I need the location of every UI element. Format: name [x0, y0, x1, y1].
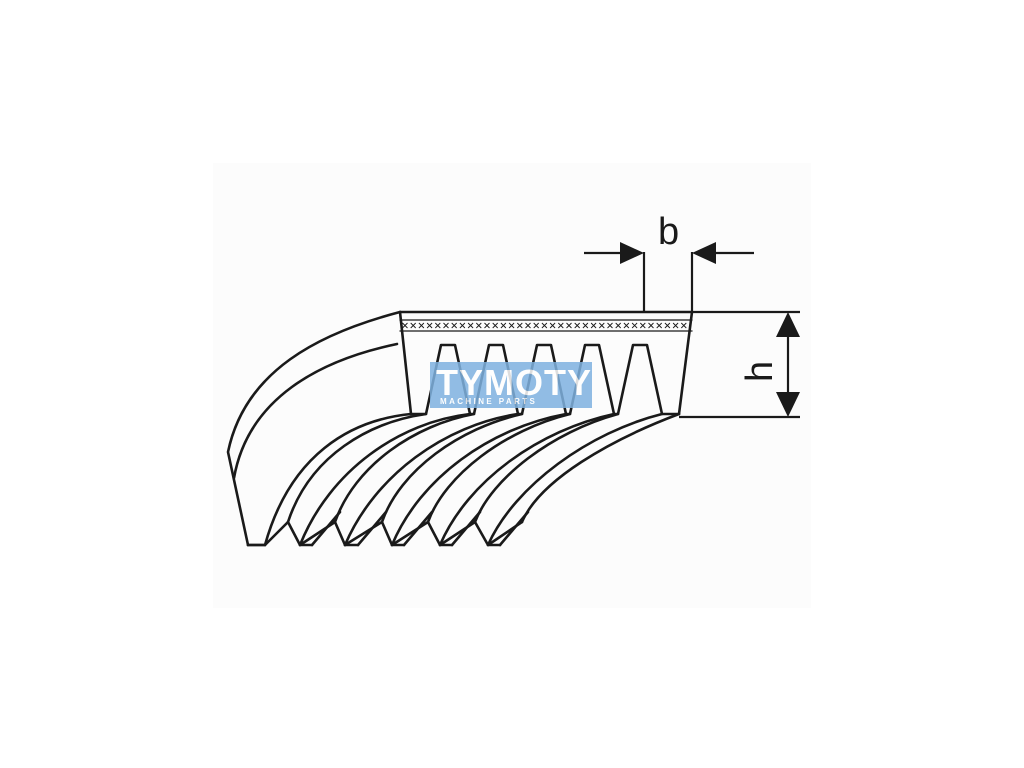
tension-cord-mark — [549, 322, 556, 329]
section-right-edge — [677, 310, 694, 416]
watermark-background — [430, 362, 592, 408]
tension-cord-mark — [607, 322, 613, 329]
tension-cord-mark — [533, 322, 540, 329]
tension-cord-mark — [598, 322, 605, 329]
tension-cord-mark — [508, 322, 515, 329]
tension-cord-mark — [648, 322, 654, 329]
section-left-edge — [398, 310, 413, 416]
rib-flank — [486, 412, 664, 547]
tension-cord-mark — [443, 322, 449, 329]
rib-flank — [343, 412, 520, 547]
rib-flank — [473, 412, 620, 524]
belt-back-outer-edge — [226, 310, 402, 547]
rib-flank — [520, 412, 681, 524]
tension-cord-mark — [492, 322, 499, 329]
tension-cord-mark — [557, 322, 564, 329]
tension-cord-mark — [566, 322, 572, 329]
rib-flank — [380, 412, 524, 524]
tension-cord-mark — [525, 322, 531, 329]
tension-cord-mark — [541, 322, 548, 329]
tension-cord-mark — [516, 322, 523, 329]
tension-cord-mark — [402, 322, 408, 329]
tension-cord-mark — [656, 322, 663, 329]
rib-flank — [438, 412, 616, 547]
dimension-b-arrow-right — [692, 242, 716, 264]
belt-back-inner-edge — [232, 342, 399, 480]
tension-cord-mark — [418, 322, 425, 329]
dimension-b-arrow-left — [620, 242, 644, 264]
watermark-tagline: MACHINE PARTS — [440, 397, 537, 406]
tension-cord-mark — [484, 322, 490, 329]
tension-cord-mark — [623, 322, 630, 329]
tension-cord-mark — [680, 322, 687, 329]
rib-tip-edge — [310, 510, 530, 547]
tension-cord-mark — [410, 322, 417, 329]
tension-cord-mark — [475, 322, 482, 329]
tension-cord-mark — [615, 322, 622, 329]
tension-cord-mark — [426, 322, 433, 329]
tension-cord-mark — [451, 322, 458, 329]
tension-cord-mark — [631, 322, 638, 329]
tension-cord-mark — [672, 322, 679, 329]
watermark-logo: TYMOTY MACHINE PARTS — [430, 362, 592, 408]
tension-cord-mark — [459, 322, 466, 329]
tension-cord-mark — [467, 322, 474, 329]
tension-cord-mark — [574, 322, 581, 329]
tension-cord-mark — [664, 322, 671, 329]
dimension-h-label: h — [739, 361, 781, 382]
rib-flank — [333, 412, 476, 524]
tension-cord-mark — [639, 322, 646, 329]
dimension-h-arrow-bottom — [776, 392, 800, 417]
tension-cord-mark — [434, 322, 441, 329]
tension-cord-pattern — [402, 322, 687, 329]
rib-flank — [263, 412, 413, 547]
tension-cord-mark — [500, 322, 507, 329]
watermark-brand: TYMOTY — [436, 362, 592, 403]
rib-flank — [298, 412, 472, 547]
rib-flank — [390, 412, 568, 547]
dimension-h-arrow-top — [776, 312, 800, 337]
tension-cord-mark — [590, 322, 597, 329]
rib-flank — [426, 412, 572, 524]
tension-cord-mark — [582, 322, 589, 329]
dimension-b-label: b — [658, 211, 679, 253]
rib-flank — [286, 412, 428, 524]
